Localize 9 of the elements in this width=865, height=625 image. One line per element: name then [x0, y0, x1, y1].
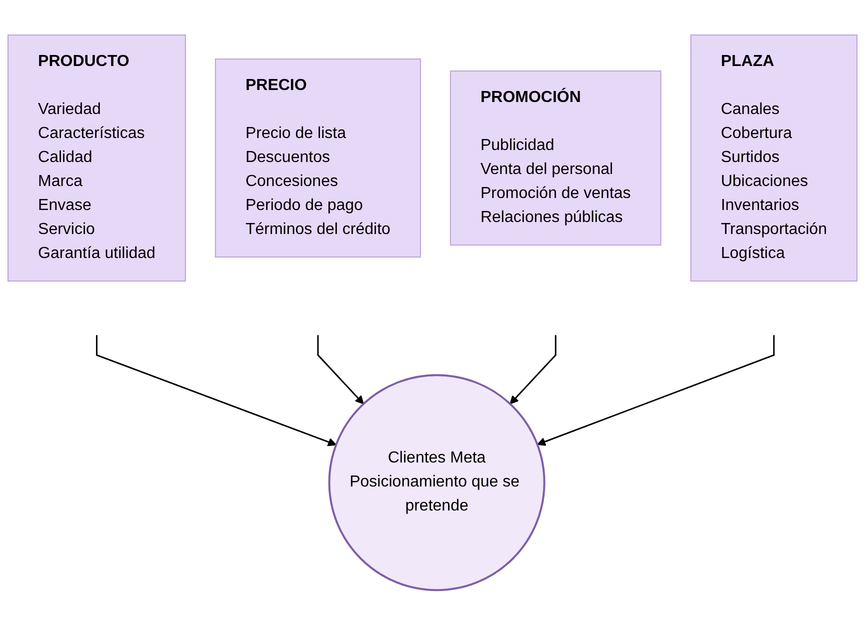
node-circle: Clientes Meta Posicionamiento que se pretende [328, 374, 546, 592]
node-box: PLAZA Canales Cobertura Surtidos Ubicaciones Inventarios Transportación Logística [690, 34, 858, 282]
arrow [510, 335, 556, 404]
arrow [96, 335, 337, 446]
node-box: PROMOCIÓN Publicidad Venta del personal Promoción de ventas Relaciones públicas [450, 70, 662, 246]
arrow [536, 335, 775, 446]
node-box: PRODUCTO Variedad Características Calidad Marca Envase Servicio Garantía utilidad [8, 34, 186, 282]
arrow [317, 335, 364, 404]
node-box: PRECIO Precio de lista Descuentos Concesiones Periodo de pago Términos del crédito [214, 58, 421, 258]
